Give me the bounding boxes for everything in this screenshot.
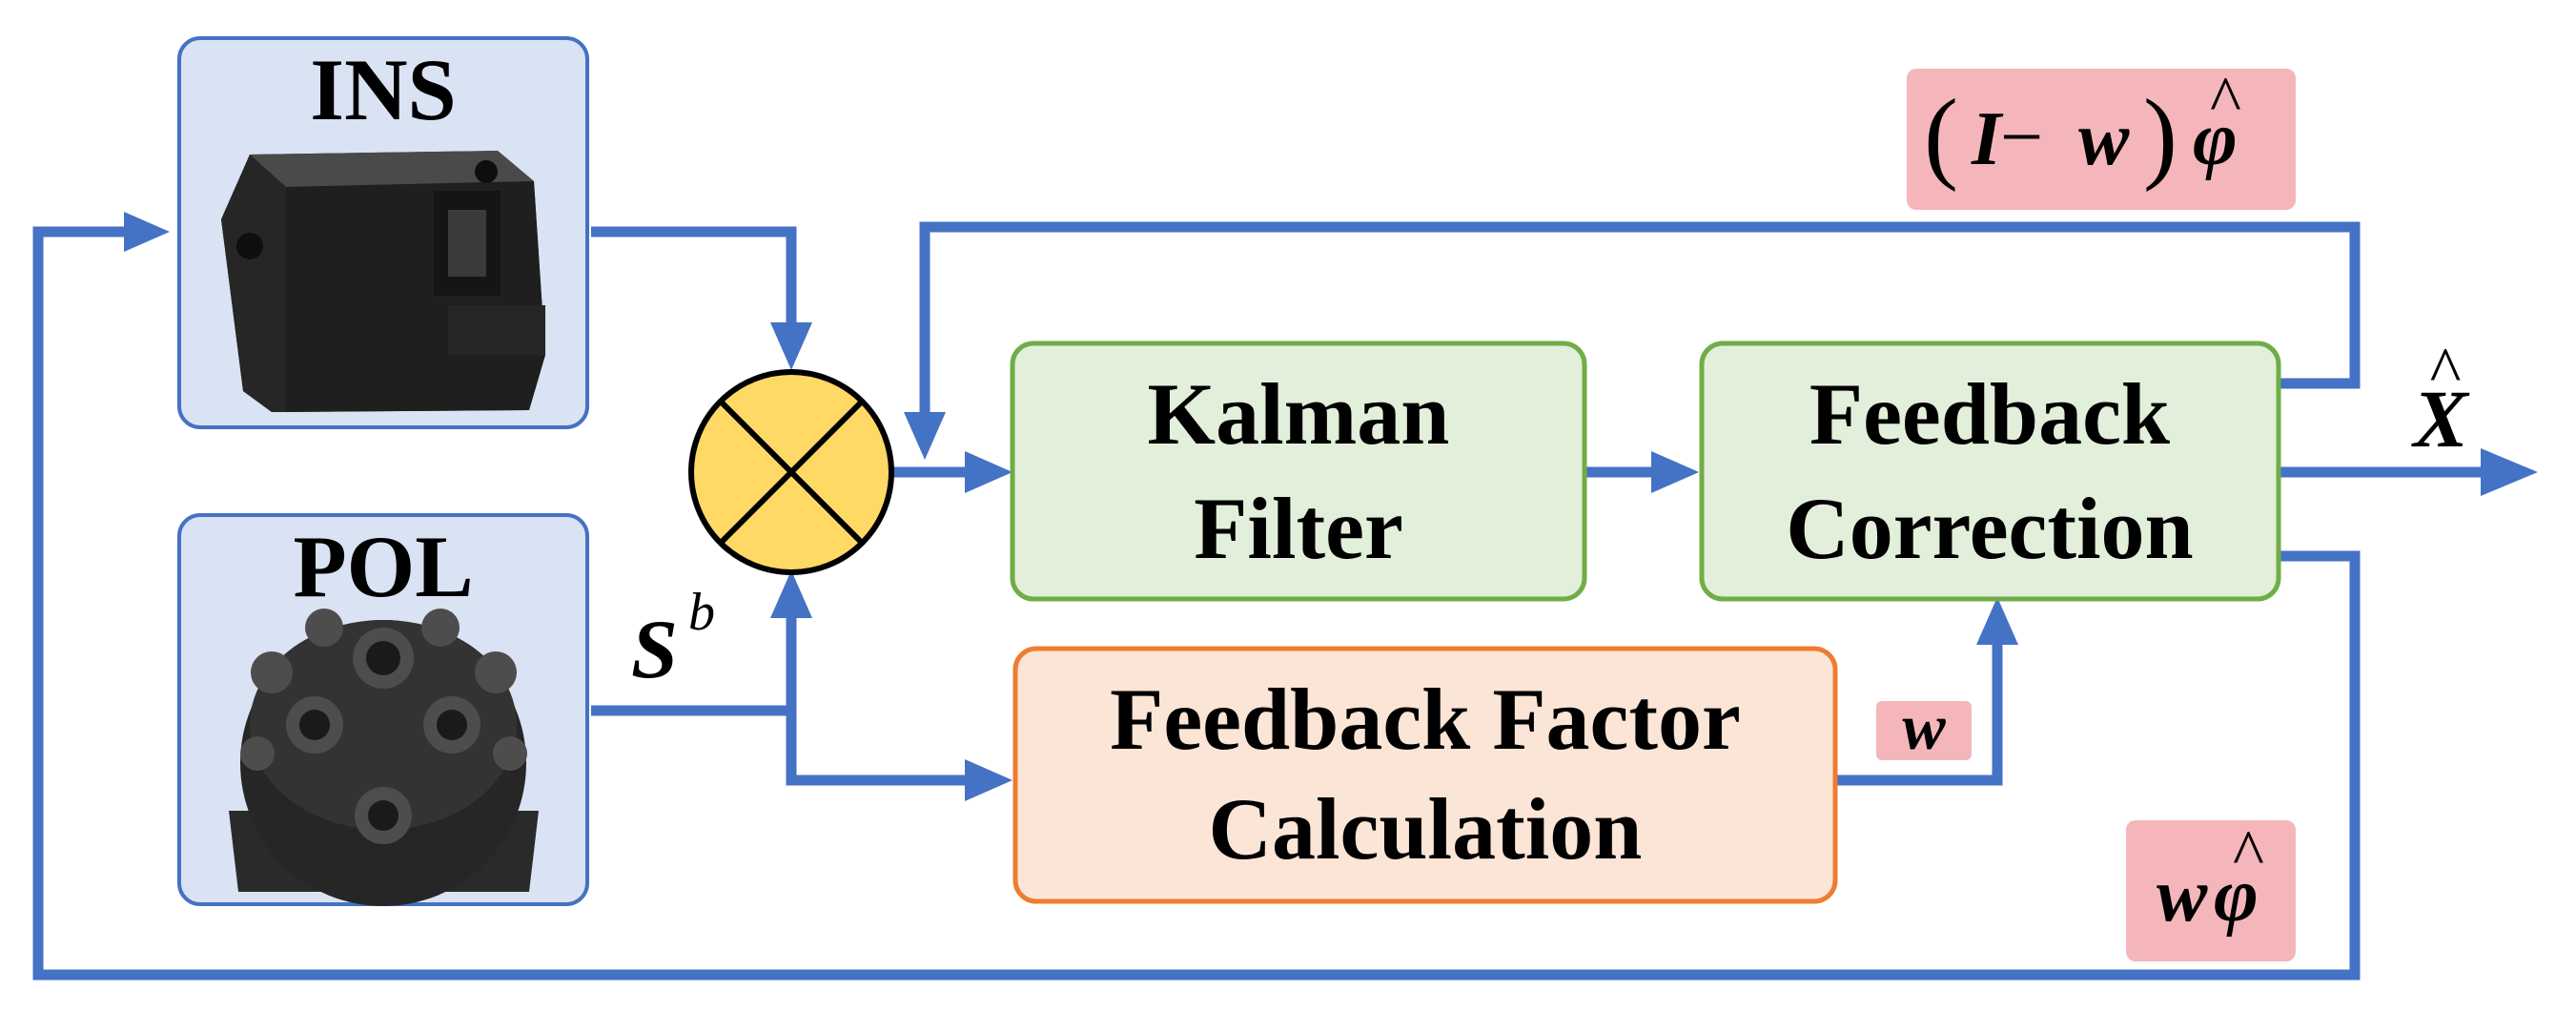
i-minus-w-phi-close-paren: ) bbox=[2143, 79, 2177, 193]
ins-to-mixer-line bbox=[591, 226, 797, 329]
inner-feedback-arrowhead bbox=[904, 412, 946, 460]
kalman-to-correction-arrowhead bbox=[1651, 451, 1699, 493]
feedback-correction-label-line1: Feedback bbox=[1809, 365, 2171, 463]
w-phi-badge-bg bbox=[2126, 820, 2296, 961]
i-minus-w-phi-badge: ( I − w ) ^ φ bbox=[1907, 64, 2296, 210]
ins-to-mixer-arrowhead bbox=[770, 322, 812, 370]
sb-to-factor-line bbox=[786, 706, 972, 786]
sb-to-factor-arrowhead bbox=[965, 759, 1012, 801]
mixer-to-kalman-arrowhead bbox=[965, 451, 1012, 493]
inner-feedback-loop-line bbox=[919, 221, 2361, 420]
ins-input-arrowhead bbox=[124, 212, 170, 252]
i-minus-w-phi-badge-bg bbox=[1907, 69, 2296, 210]
feedback-correction-label-line2: Correction bbox=[1786, 480, 2193, 577]
w-phi-phi: φ bbox=[2214, 854, 2259, 938]
pol-block: POL bbox=[177, 513, 589, 906]
sb-to-mixer-arrowhead bbox=[770, 570, 812, 618]
mixer-node bbox=[688, 369, 894, 575]
x-hat-x: X bbox=[2410, 373, 2470, 465]
i-minus-w-phi-hat: ^ bbox=[2210, 64, 2241, 137]
feedback-factor-box bbox=[1012, 646, 1838, 904]
outer-feedback-loop-line bbox=[32, 226, 2361, 981]
kalman-filter-label-line1: Kalman bbox=[1148, 365, 1450, 463]
w-phi-hat: ^ bbox=[2233, 817, 2264, 891]
feedback-correction-block: Feedback Correction bbox=[1699, 341, 2281, 602]
x-hat-hat: ^ bbox=[2430, 335, 2462, 408]
i-minus-w-phi-minus: − bbox=[2000, 95, 2043, 179]
i-minus-w-phi-phi: φ bbox=[2193, 97, 2238, 181]
w-badge-bg bbox=[1876, 701, 1972, 760]
x-hat-label: ^ X bbox=[2410, 335, 2470, 465]
ins-block: INS bbox=[177, 36, 589, 429]
feedback-factor-label-line1: Feedback Factor bbox=[1110, 671, 1741, 768]
w-to-correction-line bbox=[1835, 637, 2003, 786]
i-minus-w-phi-open-paren: ( bbox=[1924, 79, 1958, 193]
ins-title: INS bbox=[310, 41, 456, 138]
feedback-factor-block: Feedback Factor Calculation bbox=[1012, 646, 1838, 904]
mixer-cross-line-b bbox=[718, 399, 865, 546]
w-badge-text: w bbox=[1902, 691, 1946, 763]
feedback-factor-label-line2: Calculation bbox=[1209, 780, 1643, 878]
w-to-correction-arrowhead bbox=[1976, 597, 2018, 645]
sb-label-superscript: b bbox=[688, 583, 715, 642]
kalman-filter-box bbox=[1010, 341, 1587, 602]
w-phi-badge: w ^ φ bbox=[2126, 817, 2296, 961]
w-badge: w bbox=[1876, 691, 1972, 763]
ins-device-photo bbox=[221, 151, 545, 412]
sb-label-base: S bbox=[631, 604, 678, 696]
connections bbox=[32, 212, 2538, 981]
polarization-sensor-photo bbox=[229, 609, 539, 906]
sb-label: S b bbox=[631, 583, 715, 696]
i-minus-w-phi-I: I bbox=[1971, 97, 2004, 181]
pol-title: POL bbox=[293, 518, 473, 615]
i-minus-w-phi-w: w bbox=[2078, 97, 2130, 181]
w-phi-w: w bbox=[2157, 854, 2208, 938]
kalman-filter-block: Kalman Filter bbox=[1010, 341, 1587, 602]
output-arrowhead bbox=[2481, 448, 2538, 496]
kalman-filter-label-line2: Filter bbox=[1194, 480, 1403, 577]
feedback-correction-box bbox=[1699, 341, 2281, 602]
